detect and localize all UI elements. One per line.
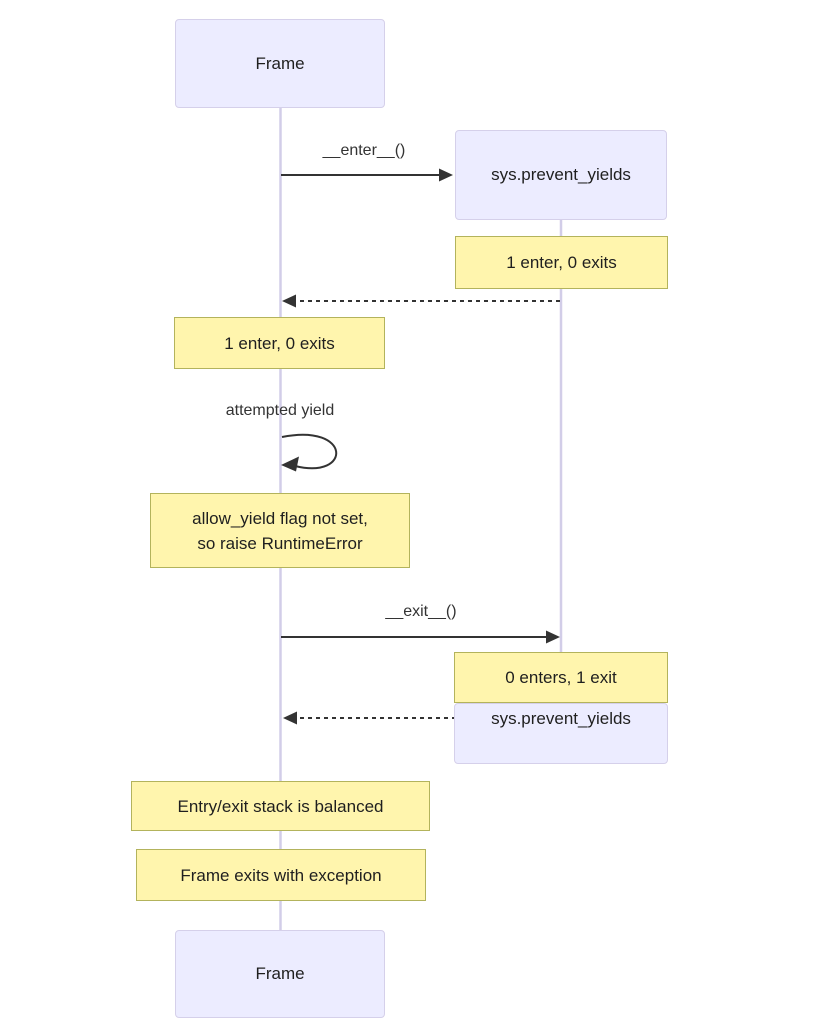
- return-arrowhead-icon-1: [282, 294, 296, 308]
- message-label-exit: __exit__(): [385, 603, 457, 620]
- note-sys-exit-count: 0 enters, 1 exit: [454, 652, 668, 703]
- enter-arrowhead-icon: [439, 168, 453, 182]
- actor-sys-prevent-yields-bottom: sys.prevent_yields: [454, 703, 668, 764]
- actor-sys-prevent-yields-top: sys.prevent_yields: [455, 130, 667, 220]
- note-frame-exception: Frame exits with exception: [136, 849, 426, 901]
- actor-frame-top: Frame: [175, 19, 385, 108]
- message-label-enter: __enter__(): [322, 142, 406, 159]
- actor-frame-bottom: Frame: [175, 930, 385, 1018]
- note-allow-yield-error: allow_yield flag not set, so raise Runti…: [150, 493, 410, 568]
- note-frame-enter-count: 1 enter, 0 exits: [174, 317, 385, 369]
- self-loop-arrow-line: [281, 433, 338, 470]
- return-arrowhead-icon-2: [283, 711, 297, 725]
- self-loop-arrowhead-icon: [281, 456, 299, 472]
- note-sys-enter-count: 1 enter, 0 exits: [455, 236, 668, 289]
- note-stack-balanced: Entry/exit stack is balanced: [131, 781, 430, 831]
- exit-arrowhead-icon: [546, 630, 560, 644]
- message-label-attempted-yield: attempted yield: [225, 402, 335, 419]
